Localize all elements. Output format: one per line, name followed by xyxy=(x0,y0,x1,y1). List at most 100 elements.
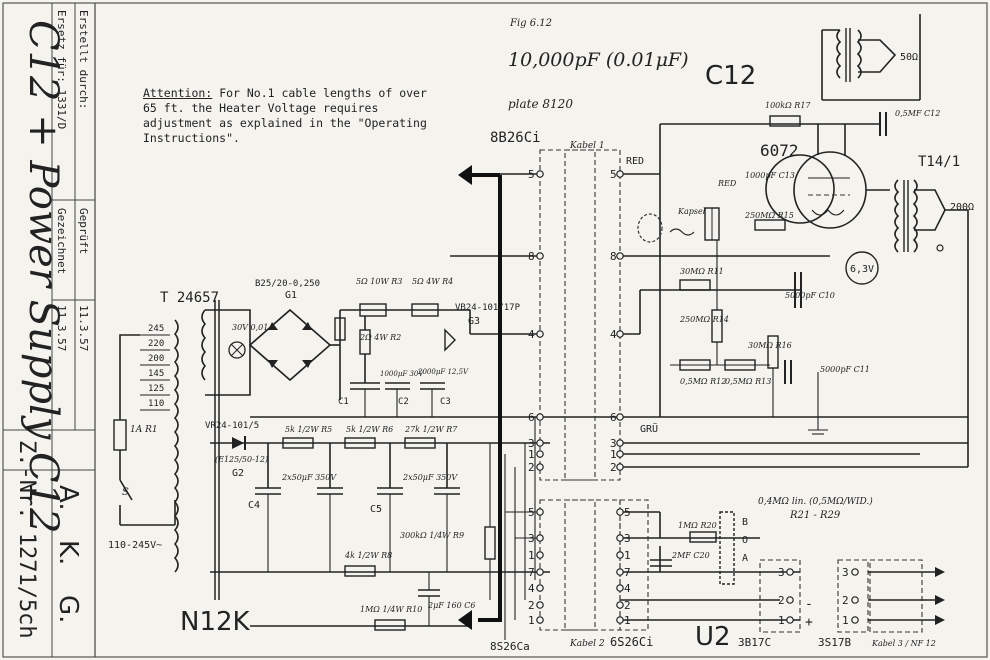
bottom-right-pin: 1 xyxy=(624,614,631,627)
low-voltage-filter xyxy=(340,303,471,417)
bottom-left-pin-dot xyxy=(536,584,544,592)
top-left-pin-dot xyxy=(536,413,544,421)
r20-label: 1MΩ R20 xyxy=(678,521,717,530)
top-right-pin-dot xyxy=(616,463,624,471)
geprueft-label: Geprüft xyxy=(77,208,90,254)
r3-label: 5Ω 10W R3 xyxy=(356,277,402,286)
r2-label: 2Ω 4W R2 xyxy=(359,333,401,342)
r17-label: 100kΩ R17 xyxy=(765,101,811,110)
bottom-left-pin: 1 xyxy=(528,614,535,627)
heater-voltage-marker xyxy=(845,251,879,285)
output-pin: 3 xyxy=(778,566,785,579)
output-pin: 2 xyxy=(778,594,785,607)
arrow-head-top xyxy=(458,165,472,185)
c5-label: C5 xyxy=(370,504,382,515)
kapsel-label: Kapsel xyxy=(677,207,706,216)
top-right-pin: 4 xyxy=(610,328,617,341)
title-c12: C12 xyxy=(705,61,756,91)
attention-body: For No.1 cable lengths of over 65 ft. th… xyxy=(143,86,427,145)
bottom-right-pin-dot xyxy=(616,568,624,576)
output-pin: 1 xyxy=(778,614,785,627)
top-right-pin: 1 xyxy=(610,448,617,461)
top-right-pin-dot xyxy=(616,450,624,458)
r6-label: 5k 1/2W R6 xyxy=(346,425,393,434)
c4v-label: 2x50μF 350V xyxy=(281,473,337,482)
top-right-pin: 2 xyxy=(610,461,617,474)
r14-label: 250MΩ R14 xyxy=(679,315,729,324)
bottom-left-pin-dot xyxy=(536,568,544,576)
s3-label: 3S17B xyxy=(818,636,851,649)
tube-6072 xyxy=(765,124,890,229)
bottom-right-pin-dot xyxy=(616,584,624,592)
top-right-pin-dot xyxy=(616,439,624,447)
bottom-left-pin: 1 xyxy=(528,549,535,562)
bridge-rectifier xyxy=(248,308,346,400)
c13-label: 1000pF C13 xyxy=(745,171,795,180)
c6-label: 2μF 160 C6 xyxy=(427,601,475,610)
red2-label: RED xyxy=(717,179,737,188)
top-left-pin-dot xyxy=(536,170,544,178)
company-g: G. xyxy=(53,595,83,623)
tap-label: 110 xyxy=(148,399,164,409)
c2-label: C2 xyxy=(398,397,409,407)
kabel1-label: Kabel 1 xyxy=(569,141,605,151)
bottom-right-pin: 1 xyxy=(624,549,631,562)
output-pin-dot xyxy=(786,568,794,576)
gruen-label: GRÜ xyxy=(640,422,658,435)
kabel2-label: Kabel 2 xyxy=(569,639,605,649)
top-left-pin: 1 xyxy=(528,448,535,461)
tap-label: 245 xyxy=(148,324,164,334)
tap-label: 125 xyxy=(148,384,164,394)
svg-text:+: + xyxy=(805,615,813,630)
top-right-pin: 8 xyxy=(610,250,617,263)
r7-label: 27k 1/2W R7 xyxy=(404,425,458,434)
top-left-pin-dot xyxy=(536,330,544,338)
vb24-label: VB24-101/17P xyxy=(455,303,521,313)
plug-top-label: 8B26Ci xyxy=(490,130,541,146)
top-left-pin-dot xyxy=(536,439,544,447)
top-left-pin-dot xyxy=(536,450,544,458)
c5v-label: 2x50μF 350V xyxy=(402,473,458,482)
bottom-right-pin: 4 xyxy=(624,582,631,595)
gezeichnet-label: Gezeichnet xyxy=(55,208,68,274)
g1-label: G1 xyxy=(285,290,297,301)
top-right-pin-dot xyxy=(616,330,624,338)
erstellt-durch: Erstellt durch: xyxy=(77,10,90,109)
bottom-right-pin: 7 xyxy=(624,566,631,579)
mains-transformer xyxy=(113,300,251,600)
date-2: 11.3.57 xyxy=(77,305,90,351)
t24657-label: T 24657 xyxy=(160,290,219,306)
top-left-pin: 2 xyxy=(528,461,535,474)
top-right-pin: 5 xyxy=(610,168,617,181)
pattern-mark: B xyxy=(742,517,748,528)
r13-label: 0,5MΩ R13 xyxy=(725,377,771,386)
high-voltage-filter xyxy=(232,436,496,631)
top-right-pin-dot xyxy=(616,413,624,421)
c11-label: 5000pF C11 xyxy=(820,365,870,374)
b3-label: 3B17C xyxy=(738,636,771,649)
connector-3b17c: - + xyxy=(759,559,813,633)
bottom-left-pin: 4 xyxy=(528,582,535,595)
heavy-cable-path xyxy=(478,175,502,622)
c12cap-label: 0,5MF C12 xyxy=(895,109,940,118)
v63-label: 6,3V xyxy=(850,264,874,275)
bottom-right-pin-dot xyxy=(616,616,624,624)
bottom-left-pin-dot xyxy=(536,508,544,516)
red-top-label: RED xyxy=(626,156,644,167)
bottom-left-pin: 7 xyxy=(528,566,535,579)
top-right-pin-dot xyxy=(616,252,624,260)
zeichnung-nr: Z.-Nr. 1271/5ch xyxy=(14,440,39,639)
r1-label: 1A R1 xyxy=(130,425,158,435)
tap-label: 200 xyxy=(148,354,164,364)
top-left-pin: 6 xyxy=(528,411,535,424)
bottom-right-pin-dot xyxy=(616,508,624,516)
xlr-pin-dot xyxy=(851,568,859,576)
pot-label: 0,4MΩ lin. (0,5MΩ/WID.) xyxy=(758,496,873,507)
plate-note: plate 8120 xyxy=(508,97,573,111)
r10-label: 1MΩ 1/4W R10 xyxy=(360,605,422,614)
title-u2: U2 xyxy=(695,622,731,652)
c1-label: C1 xyxy=(338,397,349,407)
